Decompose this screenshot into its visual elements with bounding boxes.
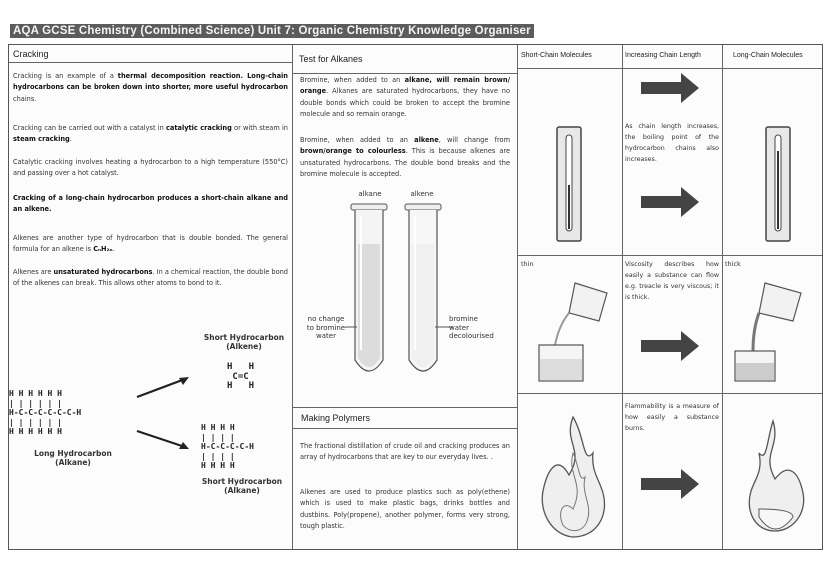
short-chain-header: Short-Chain Molecules	[521, 52, 592, 59]
thin-label: thin	[521, 260, 534, 268]
knowledge-organiser-frame: Cracking Cracking is an example of a the…	[8, 44, 823, 550]
short-alkene-label: Short Hydrocarbon (Alkene)	[203, 333, 285, 351]
divider	[517, 68, 822, 69]
alkene-tube-label: alkene	[410, 190, 434, 198]
pouring-beaker-icon	[538, 282, 608, 382]
cracking-paragraph-4: Cracking of a long-chain hydrocarbon pro…	[13, 194, 288, 214]
divider	[722, 45, 723, 549]
flame-icon	[748, 418, 805, 532]
long-chain-header: Long-Chain Molecules	[733, 52, 803, 59]
thick-label: thick	[725, 260, 741, 268]
long-hydrocarbon-label: Long Hydrocarbon (Alkane)	[34, 449, 112, 467]
bromine-test-tubes	[345, 203, 453, 372]
arrow-right-icon	[136, 377, 189, 399]
polymers-paragraph-1: The fractional distillation of crude oil…	[300, 442, 510, 462]
test-alkanes-paragraph-1: Bromine, when added to an alkane, will r…	[300, 76, 510, 119]
test-alkanes-paragraph-2: Bromine, when added to an alkene, will c…	[300, 136, 511, 179]
divider	[622, 45, 623, 549]
divider	[292, 73, 517, 74]
cracking-paragraph-2: Cracking can be carried out with a catal…	[13, 124, 288, 144]
cracking-heading: Cracking	[13, 49, 49, 59]
polymers-paragraph-2: Alkenes are used to produce plastics suc…	[300, 488, 510, 531]
viscosity-text: Viscosity describes how easily a substan…	[625, 261, 719, 301]
divider	[9, 62, 292, 63]
pouring-beaker-icon	[734, 282, 802, 382]
arrow-right-icon	[641, 331, 699, 361]
boiling-point-text: As chain length increases, the boiling p…	[625, 123, 719, 163]
arrow-right-icon	[641, 187, 699, 217]
divider	[292, 407, 517, 408]
arrow-right-icon	[136, 429, 189, 449]
flammability-text: Flammability is a measure of how easily …	[625, 403, 719, 432]
divider	[517, 393, 822, 394]
divider	[292, 45, 293, 549]
arrow-right-icon	[641, 73, 699, 103]
cracking-paragraph-3: Catalytic cracking involves heating a hy…	[13, 158, 288, 178]
divider	[517, 255, 822, 256]
no-change-caption: no change to bromine water	[306, 315, 346, 340]
divider	[292, 428, 517, 429]
test-tube-icon	[404, 203, 442, 372]
thermometer-icon	[765, 126, 791, 242]
cracking-arrows	[136, 377, 189, 449]
divider	[517, 45, 518, 549]
cracking-paragraph-6: Alkenes are unsaturated hydrocarbons. In…	[13, 268, 288, 288]
thermometer-icon	[556, 126, 582, 242]
arrow-right-icon	[641, 469, 699, 499]
short-alkane-structural-formula: H H H H | | | | H-C-C-C-C-H | | | | H H …	[201, 423, 254, 470]
cracking-paragraph-5: Alkenes are another type of hydrocarbon …	[13, 234, 288, 254]
polymers-heading: Making Polymers	[301, 413, 371, 423]
alkene-structural-formula: H H C=C H H	[227, 362, 255, 391]
flame-icon	[541, 415, 606, 538]
short-alkane-label: Short Hydrocarbon (Alkane)	[201, 477, 283, 495]
decolourised-caption: bromine water decolourised	[449, 315, 494, 340]
cracking-paragraph-1: Cracking is an example of a thermal deco…	[13, 72, 288, 103]
alkane-tube-label: alkane	[358, 190, 382, 198]
increasing-chain-header: Increasing Chain Length	[625, 52, 701, 59]
long-alkane-structural-formula: H H H H H H | | | | | | H-C-C-C-C-C-C-H …	[9, 389, 82, 436]
test-alkanes-heading: Test for Alkanes	[299, 54, 363, 64]
test-tube-icon	[350, 203, 388, 372]
page-title: AQA GCSE Chemistry (Combined Science) Un…	[10, 24, 534, 38]
